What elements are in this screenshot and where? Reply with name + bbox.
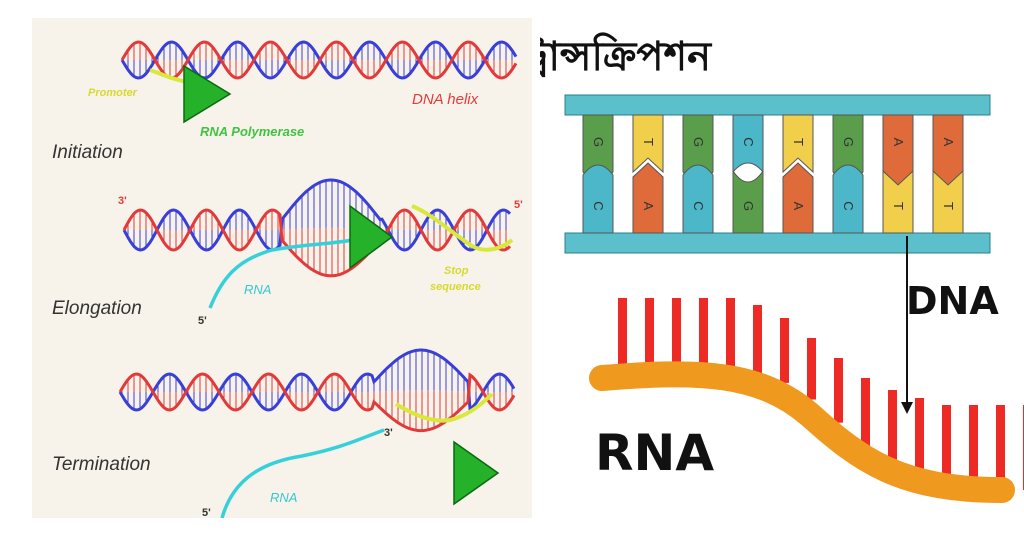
base-top-4 xyxy=(782,114,814,174)
base-pairs: G T G C T G A A C A C G A C T T xyxy=(582,114,964,234)
helix-initiation-red-strand xyxy=(120,40,518,80)
base-bottom-3 xyxy=(732,169,764,234)
rna-bar xyxy=(942,405,951,490)
base-bottom-label: C xyxy=(841,201,856,210)
stage-initiation: Initiation xyxy=(52,142,123,163)
helix-initiation-rungs xyxy=(127,42,513,78)
three-prime-label-elongation: 3' xyxy=(118,195,127,207)
stop-sequence-termination xyxy=(394,392,494,423)
base-top-label: T xyxy=(641,138,656,146)
base-bottom-label: T xyxy=(891,202,906,210)
rna-bar xyxy=(888,390,897,471)
transcription-arrowhead xyxy=(901,402,913,414)
rna-polymerase-initiation xyxy=(183,64,232,124)
three-prime-label-termination: 3' xyxy=(384,427,393,439)
base-top-label: G xyxy=(591,137,606,147)
base-bottom-label: G xyxy=(741,201,756,211)
rna-bar xyxy=(834,358,843,423)
rna-backbone-strand xyxy=(589,361,1015,503)
five-prime-label-elongation-right: 5' xyxy=(514,199,523,211)
stage-elongation: Elongation xyxy=(52,298,142,319)
base-top-1 xyxy=(632,114,664,174)
base-bottom-5 xyxy=(832,164,864,234)
rna-nucleotide-bars xyxy=(618,298,1024,490)
rna-label-elongation: RNA xyxy=(244,282,271,297)
dna-helix-label: DNA helix xyxy=(412,91,479,108)
rna-bar xyxy=(996,405,1005,490)
rna-bar xyxy=(780,318,789,383)
base-top-label: A xyxy=(941,138,956,147)
rna-label-termination: RNA xyxy=(270,490,297,505)
dna-label: DNA xyxy=(906,279,999,323)
helix-elongation-red-strand xyxy=(122,208,512,278)
base-bottom-label: T xyxy=(941,202,956,210)
transcription-stages-diagram: Promoter DNA helix RNA Polymerase Initia… xyxy=(52,40,523,519)
sequence-label: sequence xyxy=(430,281,481,293)
base-bottom-6 xyxy=(882,169,914,234)
rna-bar xyxy=(807,338,816,400)
rna-label: RNA xyxy=(595,424,714,482)
five-prime-label-termination: 5' xyxy=(202,507,211,518)
rna-bar xyxy=(699,298,708,376)
base-bottom-label: A xyxy=(641,202,656,211)
rna-bar xyxy=(861,378,870,448)
rna-bar xyxy=(645,298,654,376)
rna-bar xyxy=(753,305,762,377)
base-top-label: A xyxy=(891,138,906,147)
stage-termination: Termination xyxy=(52,454,151,475)
transcription-stages-panel: Promoter DNA helix RNA Polymerase Initia… xyxy=(32,18,532,519)
rna-polymerase-elongation xyxy=(349,204,394,270)
base-bottom-label: C xyxy=(691,201,706,210)
dna-top-backbone xyxy=(564,94,991,116)
base-top-label: G xyxy=(841,137,856,147)
rna-polymerase-label: RNA Polymerase xyxy=(200,124,304,139)
rna-bar xyxy=(672,298,681,376)
rna-strand-termination xyxy=(220,428,385,519)
rna-bar xyxy=(726,298,735,376)
base-bottom-label: C xyxy=(591,201,606,210)
stop-sequence-elongation xyxy=(411,204,514,252)
base-top-label: T xyxy=(791,138,806,146)
rna-polymerase-termination xyxy=(453,440,500,506)
dna-to-rna-panel: ট্রান্সক্রিপশন G T G C T G A A C A C G A C T T DNA RNA xyxy=(518,0,1024,536)
base-top-label: C xyxy=(741,137,756,146)
base-bottom-0 xyxy=(582,164,614,234)
rna-bar xyxy=(618,298,627,376)
title: ট্রান্সক্রিপশন xyxy=(540,31,713,80)
promoter-label: Promoter xyxy=(88,87,138,99)
five-prime-label-elongation: 5' xyxy=(198,315,207,327)
base-bottom-4 xyxy=(782,162,814,234)
stop-label: Stop xyxy=(444,265,469,277)
dna-bottom-backbone xyxy=(564,232,991,254)
rna-strand-elongation xyxy=(208,238,353,309)
dna-rna-diagram: ট্রান্সক্রিপশন G T G C T G A A C A C G A C T T DNA RNA xyxy=(518,31,1024,503)
base-bottom-7 xyxy=(932,169,964,234)
base-top-label: G xyxy=(691,137,706,147)
base-bottom-2 xyxy=(682,164,714,234)
rna-bar xyxy=(915,398,924,486)
base-bottom-1 xyxy=(632,162,664,234)
rna-bar xyxy=(969,405,978,490)
helix-elongation-blue-strand xyxy=(122,178,512,252)
base-bottom-label: A xyxy=(791,202,806,211)
